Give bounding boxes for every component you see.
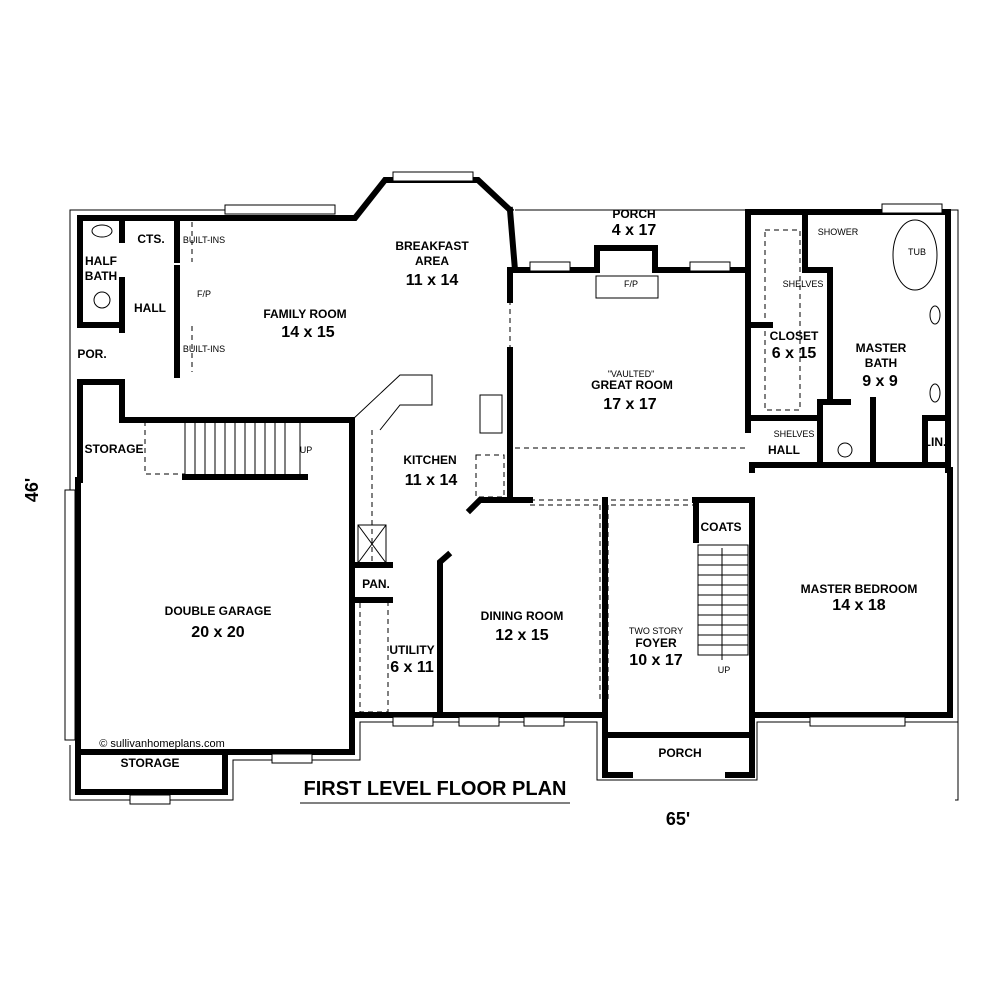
plan-title: FIRST LEVEL FLOOR PLAN: [304, 778, 567, 800]
cooktop-icon: [479, 394, 503, 434]
dashed-lines: [144, 222, 801, 713]
breakfast-label: BREAKFAST: [395, 239, 469, 253]
depth-dimension: 46': [22, 478, 42, 502]
foyer-label-2: FOYER: [635, 636, 677, 650]
room-labels: HALF BATH CTS. HALL POR. BUILT-INS BUILT…: [77, 207, 946, 770]
pantry-label: PAN.: [362, 577, 390, 591]
great-room-label: GREAT ROOM: [591, 378, 673, 392]
fixtures: [91, 219, 941, 564]
half-bath-label: HALF: [85, 254, 117, 268]
closet-size: 6 x 15: [772, 345, 817, 362]
double-garage-label: DOUBLE GARAGE: [165, 604, 272, 618]
kitchen-label: KITCHEN: [403, 453, 456, 467]
shelves-hall-label: SHELVES: [774, 429, 815, 439]
fireplace-great-label: F/P: [624, 279, 638, 289]
dining-room-size: 12 x 15: [495, 627, 548, 644]
kitchen-counter: [351, 374, 433, 431]
vaulted-note: "VAULTED": [608, 369, 655, 379]
fridge-icon: [357, 524, 387, 564]
breakfast-label-2: AREA: [415, 254, 449, 268]
master-bath-label: MASTER: [856, 341, 907, 355]
master-bedroom-label: MASTER BEDROOM: [801, 582, 918, 596]
utility-label: UTILITY: [389, 643, 434, 657]
stair-up-foyer-label: UP: [718, 665, 731, 675]
master-bedroom-size: 14 x 18: [832, 597, 885, 614]
porch-rear-size: 4 x 17: [612, 222, 657, 239]
family-room-size: 14 x 15: [281, 324, 334, 341]
built-ins-bottom-label: BUILT-INS: [183, 344, 225, 354]
stairs-foyer: [697, 544, 749, 660]
built-ins-top-label: BUILT-INS: [183, 235, 225, 245]
width-dimension: 65': [666, 809, 690, 829]
master-bath-label-2: BATH: [865, 356, 897, 370]
lin-label: LIN.: [924, 435, 947, 449]
shower-label: SHOWER: [818, 227, 859, 237]
closet-label: CLOSET: [770, 329, 819, 343]
stair-up-left-label: UP: [300, 445, 313, 455]
half-bath-label-2: BATH: [85, 269, 117, 283]
copyright-text: © sullivanhomeplans.com: [99, 738, 225, 750]
toilet-icon: [93, 291, 111, 309]
foyer-size: 10 x 17: [629, 652, 682, 669]
hall-left-label: HALL: [134, 301, 166, 315]
tub-icon: [892, 219, 938, 291]
sink-icon: [929, 383, 941, 403]
hall-right-label: HALL: [768, 443, 800, 457]
por-label: POR.: [77, 347, 106, 361]
storage-left-label: STORAGE: [84, 442, 143, 456]
porch-rear-label: PORCH: [612, 207, 655, 221]
walls: [75, 177, 953, 795]
tub-label: TUB: [908, 247, 926, 257]
family-room-label: FAMILY ROOM: [263, 307, 346, 321]
foyer-label: TWO STORY: [629, 626, 683, 636]
great-room-size: 17 x 17: [603, 396, 656, 413]
toilet-icon: [837, 442, 853, 458]
sink-icon: [929, 305, 941, 325]
coats-label: COATS: [700, 520, 741, 534]
windows: [64, 171, 943, 805]
utility-size: 6 x 11: [390, 659, 434, 676]
cts-label: CTS.: [137, 232, 164, 246]
sink-icon: [91, 224, 113, 238]
porch-front-label: PORCH: [658, 746, 701, 760]
dining-room-label: DINING ROOM: [481, 609, 564, 623]
fireplace-family-label: F/P: [197, 289, 211, 299]
shelves-closet-label: SHELVES: [783, 279, 824, 289]
storage-bottom-label: STORAGE: [120, 756, 179, 770]
double-garage-size: 20 x 20: [191, 624, 244, 641]
kitchen-size: 11 x 14: [405, 472, 458, 489]
breakfast-size: 11 x 14: [406, 272, 459, 289]
stairs-left: [184, 421, 301, 478]
master-bath-size: 9 x 9: [862, 373, 898, 390]
